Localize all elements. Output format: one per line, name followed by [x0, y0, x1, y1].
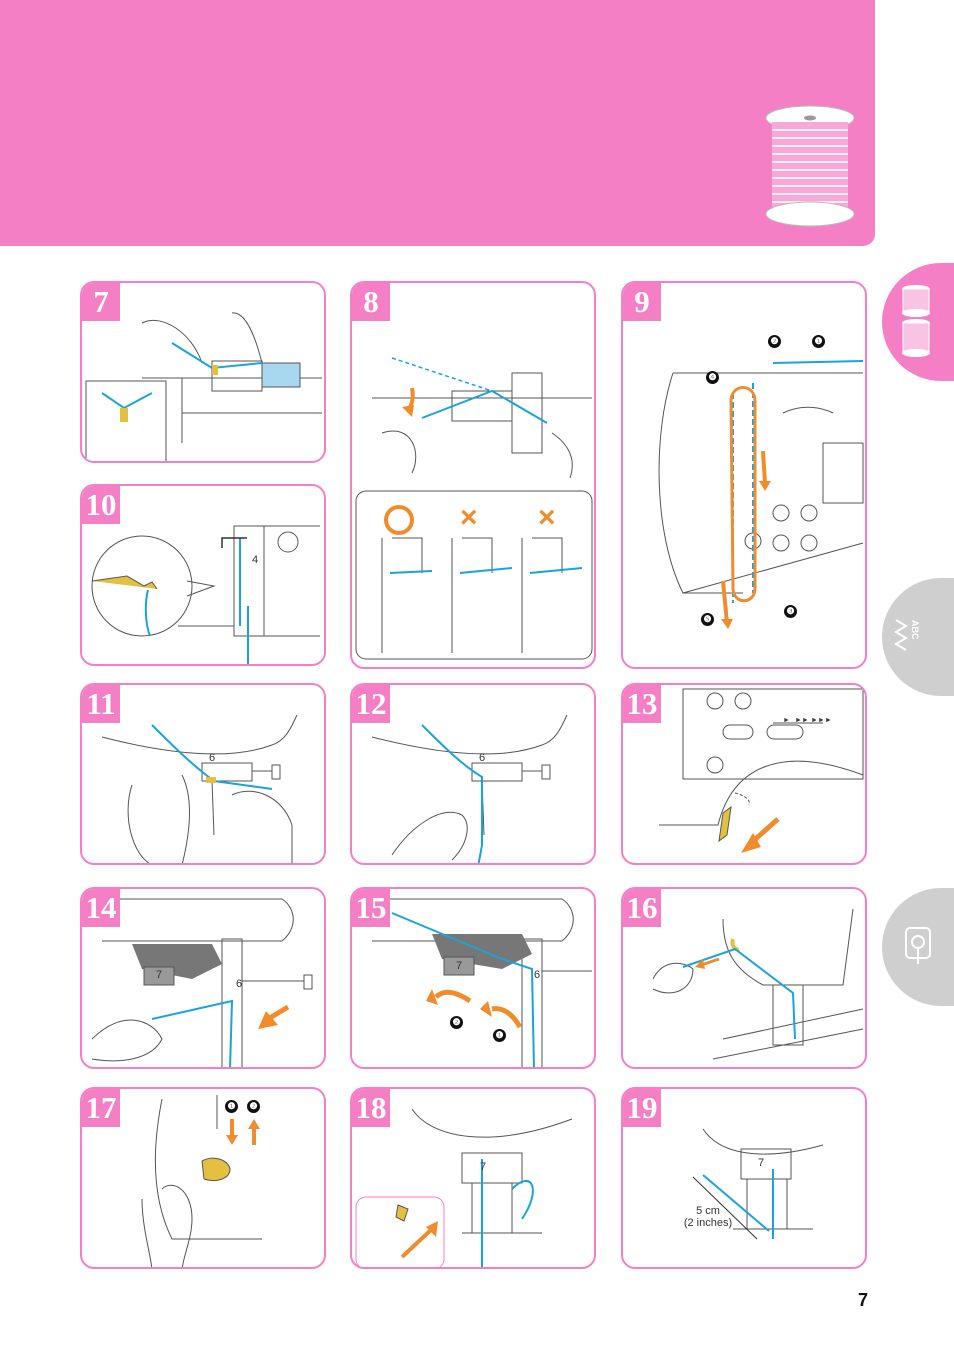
needle-label: 6	[236, 978, 243, 990]
callout-1: ❶	[812, 335, 825, 348]
incorrect-symbol: ×	[460, 501, 478, 534]
measure-cm: 5 cm	[696, 1205, 720, 1217]
step-number: 19	[623, 1089, 661, 1127]
needle-bar-guide-illustration	[91, 525, 320, 664]
step-11-panel: 6 11	[80, 683, 326, 865]
callout-1: ❶	[493, 1029, 506, 1042]
callout-1: ❶	[225, 1100, 238, 1113]
header-banner	[0, 0, 875, 246]
needle-thread-through-illustration	[371, 714, 568, 863]
step-number: 11	[82, 685, 120, 723]
callout-4: ❹	[706, 371, 719, 384]
guide-label: 4	[252, 554, 259, 566]
stitch-patterns-icon	[894, 619, 908, 651]
callout-2: ❷	[768, 335, 781, 348]
needle-label: 6	[479, 752, 486, 764]
step-number: 14	[82, 889, 120, 927]
step-7-panel: 7	[80, 281, 326, 463]
speed-medium-label: ►►	[795, 717, 809, 724]
pull-thread-illustration	[355, 1108, 573, 1267]
presser-label: 7	[156, 969, 163, 981]
step-number: 9	[623, 283, 661, 321]
needle-threading-hands-illustration	[101, 714, 298, 863]
side-tab-embroidery[interactable]	[882, 888, 954, 1006]
thread-cutter-illustration	[652, 908, 864, 1060]
side-tab-threading[interactable]	[882, 263, 954, 381]
step-16-panel: 16	[621, 887, 867, 1069]
needle-threader-lever-illustration	[659, 688, 864, 853]
callout-2: ❷	[450, 1016, 463, 1029]
step-number: 18	[352, 1089, 390, 1127]
step-15-panel: 7 6 ❷ ❶ 15	[350, 887, 596, 1069]
thread-spools-icon	[902, 285, 930, 357]
speed-fast-label: ►►►	[811, 717, 832, 724]
step-number: 7	[82, 283, 120, 321]
needle-label: 6	[209, 752, 216, 764]
measure-label: 5 cm (2 inches)	[673, 1205, 743, 1229]
step-number: 10	[82, 486, 120, 524]
step-10-panel: 4 10	[80, 484, 326, 666]
step-number: 12	[352, 685, 390, 723]
step-18-panel: 7 18	[350, 1087, 596, 1269]
threading-path-illustration	[658, 360, 864, 629]
presser-label: 7	[758, 1157, 765, 1169]
incorrect-symbol: ×	[538, 501, 556, 534]
callout-3: ❸	[784, 605, 797, 618]
thread-length-illustration	[692, 1128, 824, 1240]
page-number: 7	[858, 1290, 869, 1310]
measure-inches: (2 inches)	[683, 1217, 733, 1229]
callout-2: ❷	[247, 1100, 260, 1113]
step-12-panel: 6 12	[350, 683, 596, 865]
threader-hook-illustration	[91, 898, 313, 1067]
step-number: 17	[82, 1089, 120, 1127]
callout-5: ❺	[701, 613, 714, 626]
speed-slow-label: ►	[783, 717, 790, 724]
correct-symbol	[384, 505, 414, 535]
presser-label: 7	[480, 1161, 487, 1173]
step-number: 8	[352, 283, 390, 321]
side-tab-stitches[interactable]: ABC	[882, 578, 954, 696]
step-13-panel: ► ►► ►►► 13	[621, 683, 867, 865]
step-number: 13	[623, 685, 661, 723]
step-9-panel: ❷ ❶ ❹ ❺ ❸ 9	[621, 281, 867, 669]
step-number: 15	[352, 889, 390, 927]
thread-spool-icon	[765, 105, 855, 227]
thread-guide-illustration	[85, 312, 322, 461]
step-number: 16	[623, 889, 661, 927]
step-19-panel: 7 5 cm (2 inches) 19	[621, 1087, 867, 1269]
presser-foot-lever-illustration	[141, 1095, 262, 1267]
take-up-lever-illustration	[355, 357, 593, 660]
step-17-panel: ❶ ❷ 17	[80, 1087, 326, 1269]
step-8-panel: × × 8	[350, 281, 596, 669]
presser-label: 7	[456, 960, 463, 972]
abc-tab-label: ABC	[910, 620, 920, 640]
threader-release-illustration	[372, 898, 592, 1067]
needle-label: 6	[534, 969, 541, 981]
step-14-panel: 7 6 14	[80, 887, 326, 1069]
embroidery-icon	[905, 927, 931, 964]
